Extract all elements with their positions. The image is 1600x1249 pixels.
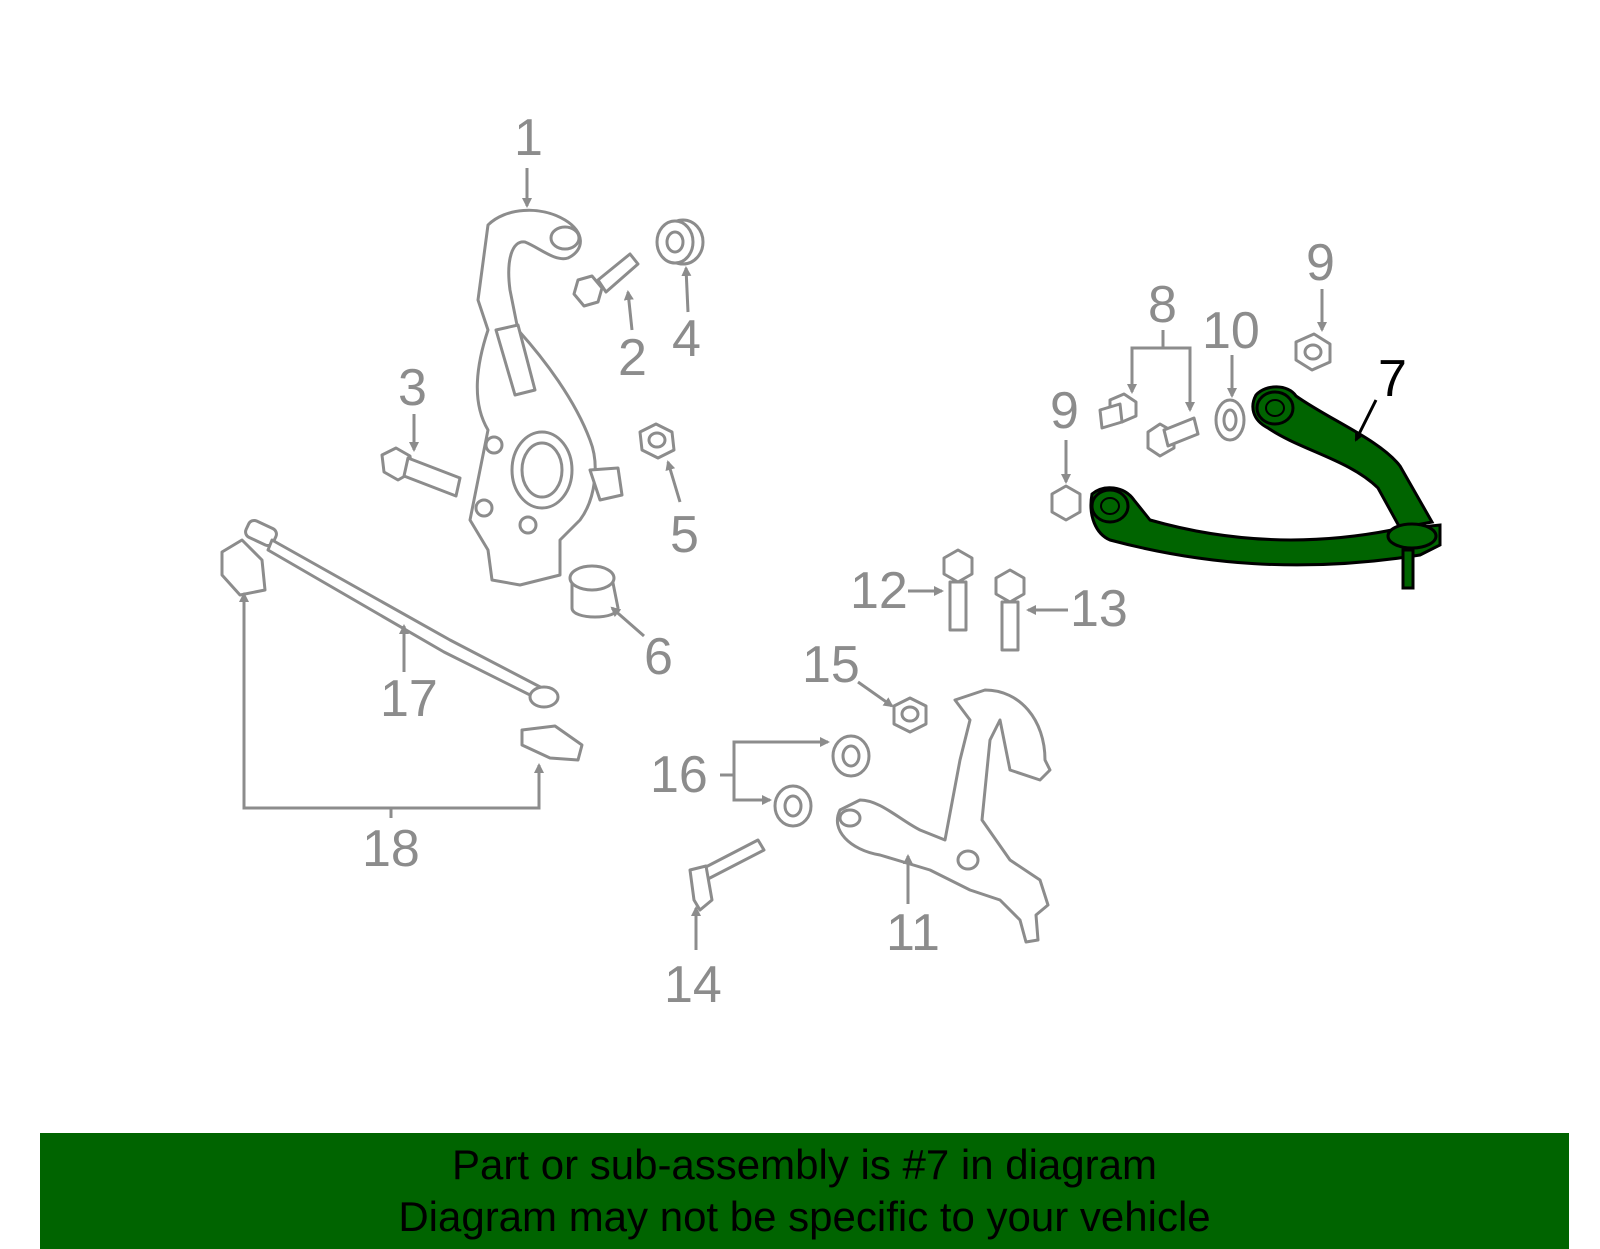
callout-12: 12: [850, 562, 908, 620]
callout-7: 7: [1378, 350, 1407, 408]
callout-1: 1: [514, 109, 543, 167]
part-17-sensor-cable[interactable]: [244, 518, 560, 709]
info-banner: Part or sub-assembly is #7 in diagram Di…: [40, 1133, 1569, 1249]
part-2-bolt[interactable]: [572, 252, 640, 308]
callout-18: 18: [362, 820, 420, 878]
part-8-bolts[interactable]: [1098, 392, 1200, 458]
banner-line-2: Diagram may not be specific to your vehi…: [398, 1193, 1211, 1240]
callout-11: 11: [886, 904, 940, 962]
part-12-bolt[interactable]: [942, 548, 974, 632]
part-6-cap[interactable]: [568, 564, 620, 619]
callout-2: 2: [618, 329, 647, 387]
callout-15: 15: [802, 636, 860, 694]
callout-8: 8: [1148, 276, 1177, 334]
part-18-brackets[interactable]: [220, 538, 584, 762]
callout-3: 3: [398, 359, 427, 417]
callout-9-left: 9: [1050, 382, 1079, 440]
callout-13: 13: [1070, 580, 1128, 638]
part-7-upper-control-arm[interactable]: [1089, 385, 1442, 590]
callout-6: 6: [644, 628, 673, 686]
part-15-nut[interactable]: [892, 696, 928, 734]
part-1-steering-knuckle[interactable]: [468, 208, 624, 587]
part-3-bolt[interactable]: [380, 446, 462, 498]
part-11-bracket[interactable]: [835, 688, 1052, 944]
callout-labels: 1 2 4 3 5 6 17 18 8 10 9 9 7 12 13 15 16…: [362, 109, 1407, 1014]
leader-lines: [239, 168, 1378, 950]
callout-16: 16: [650, 746, 708, 804]
callout-14: 14: [664, 956, 722, 1014]
part-10-washer[interactable]: [1214, 398, 1246, 442]
part-14-link[interactable]: [688, 838, 766, 912]
parts-diagram: 1 2 4 3 5 6 17 18 8 10 9 9 7 12 13 15 16…: [220, 109, 1442, 1014]
callout-5: 5: [670, 506, 699, 564]
callout-9-top: 9: [1306, 234, 1335, 292]
part-13-bolt[interactable]: [994, 568, 1026, 652]
part-5-nut[interactable]: [638, 422, 676, 460]
part-4-bushing[interactable]: [655, 218, 705, 266]
banner-line-1: Part or sub-assembly is #7 in diagram: [452, 1141, 1157, 1188]
part-16-bushings[interactable]: [773, 734, 871, 828]
callout-17: 17: [380, 670, 438, 728]
callout-4: 4: [672, 310, 701, 368]
part-9-nuts[interactable]: [1050, 332, 1332, 522]
callout-10: 10: [1202, 302, 1260, 360]
